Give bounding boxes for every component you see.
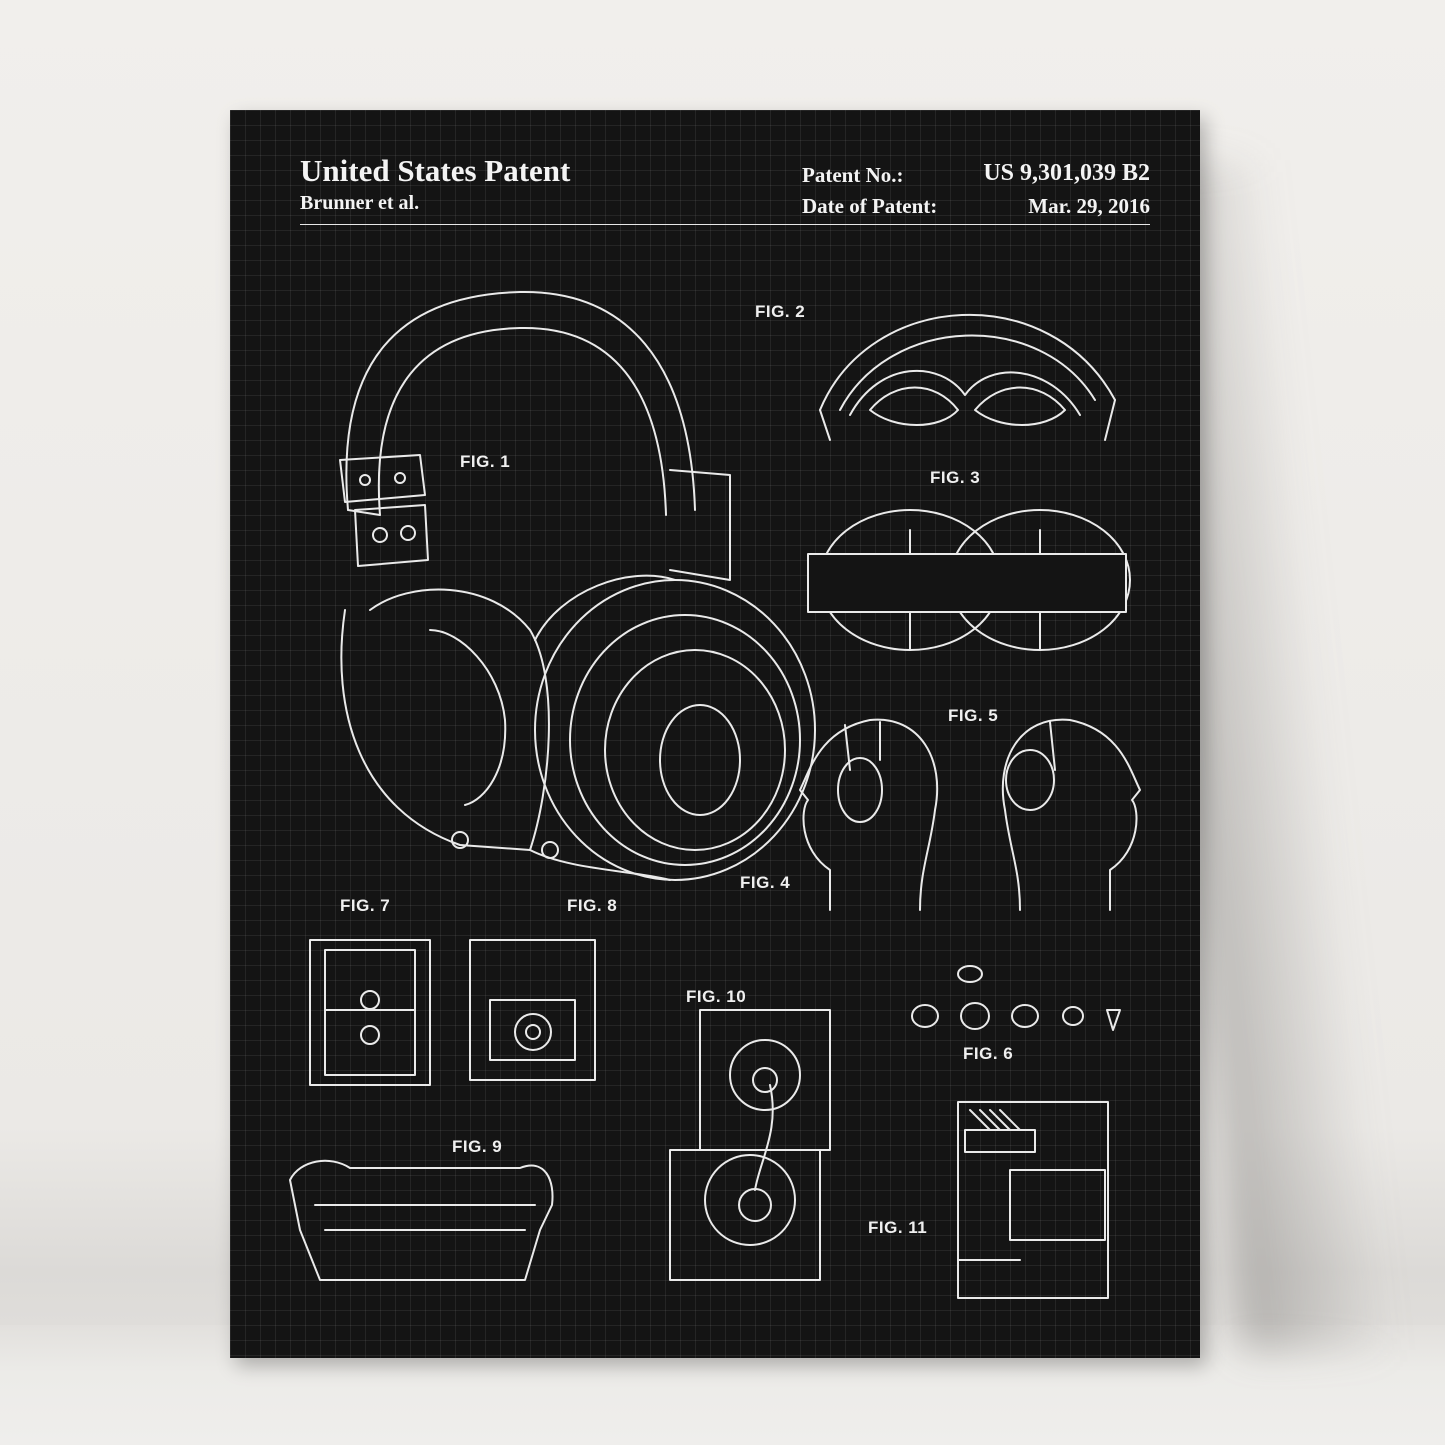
fig4-fig5-heads-drawing [799,718,1141,911]
patent-poster: United States Patent Brunner et al. Pate… [230,110,1200,1358]
fig4-label: FIG. 4 [740,873,791,892]
fig7-drawing [309,939,431,1086]
patent-date-label: Date of Patent: [802,194,938,218]
fig11-drawing [957,1101,1109,1299]
fig2-label: FIG. 2 [755,302,806,321]
patent-number-label: Patent No.: [802,163,904,187]
fig11-label: FIG. 11 [868,1218,928,1237]
fig6-parts-drawing [911,965,1121,1031]
fig3-top-view-drawing [807,509,1131,651]
fig6-label: FIG. 6 [963,1044,1014,1063]
fig8-label: FIG. 8 [567,896,618,915]
fig7-label: FIG. 7 [340,896,391,915]
fig1-label: FIG. 1 [460,452,511,471]
fig8-drawing [469,939,596,1081]
fig10-drawing [669,1009,831,1281]
patent-inventors: Brunner et al. [300,192,420,214]
fig1-headphones-drawing [339,290,816,881]
patent-date: Mar. 29, 2016 [1028,194,1150,218]
patent-drawings [289,290,1141,1299]
fig9-drawing [289,1159,554,1281]
patent-number: US 9,301,039 B2 [983,160,1150,186]
fig2-folded-drawing [819,314,1116,441]
fig3-label: FIG. 3 [930,468,981,487]
patent-title: United States Patent [300,153,571,188]
fig5-label: FIG. 5 [948,706,999,725]
fig10-label: FIG. 10 [686,987,747,1006]
fig9-label: FIG. 9 [452,1137,503,1156]
header-rule [300,224,1150,225]
